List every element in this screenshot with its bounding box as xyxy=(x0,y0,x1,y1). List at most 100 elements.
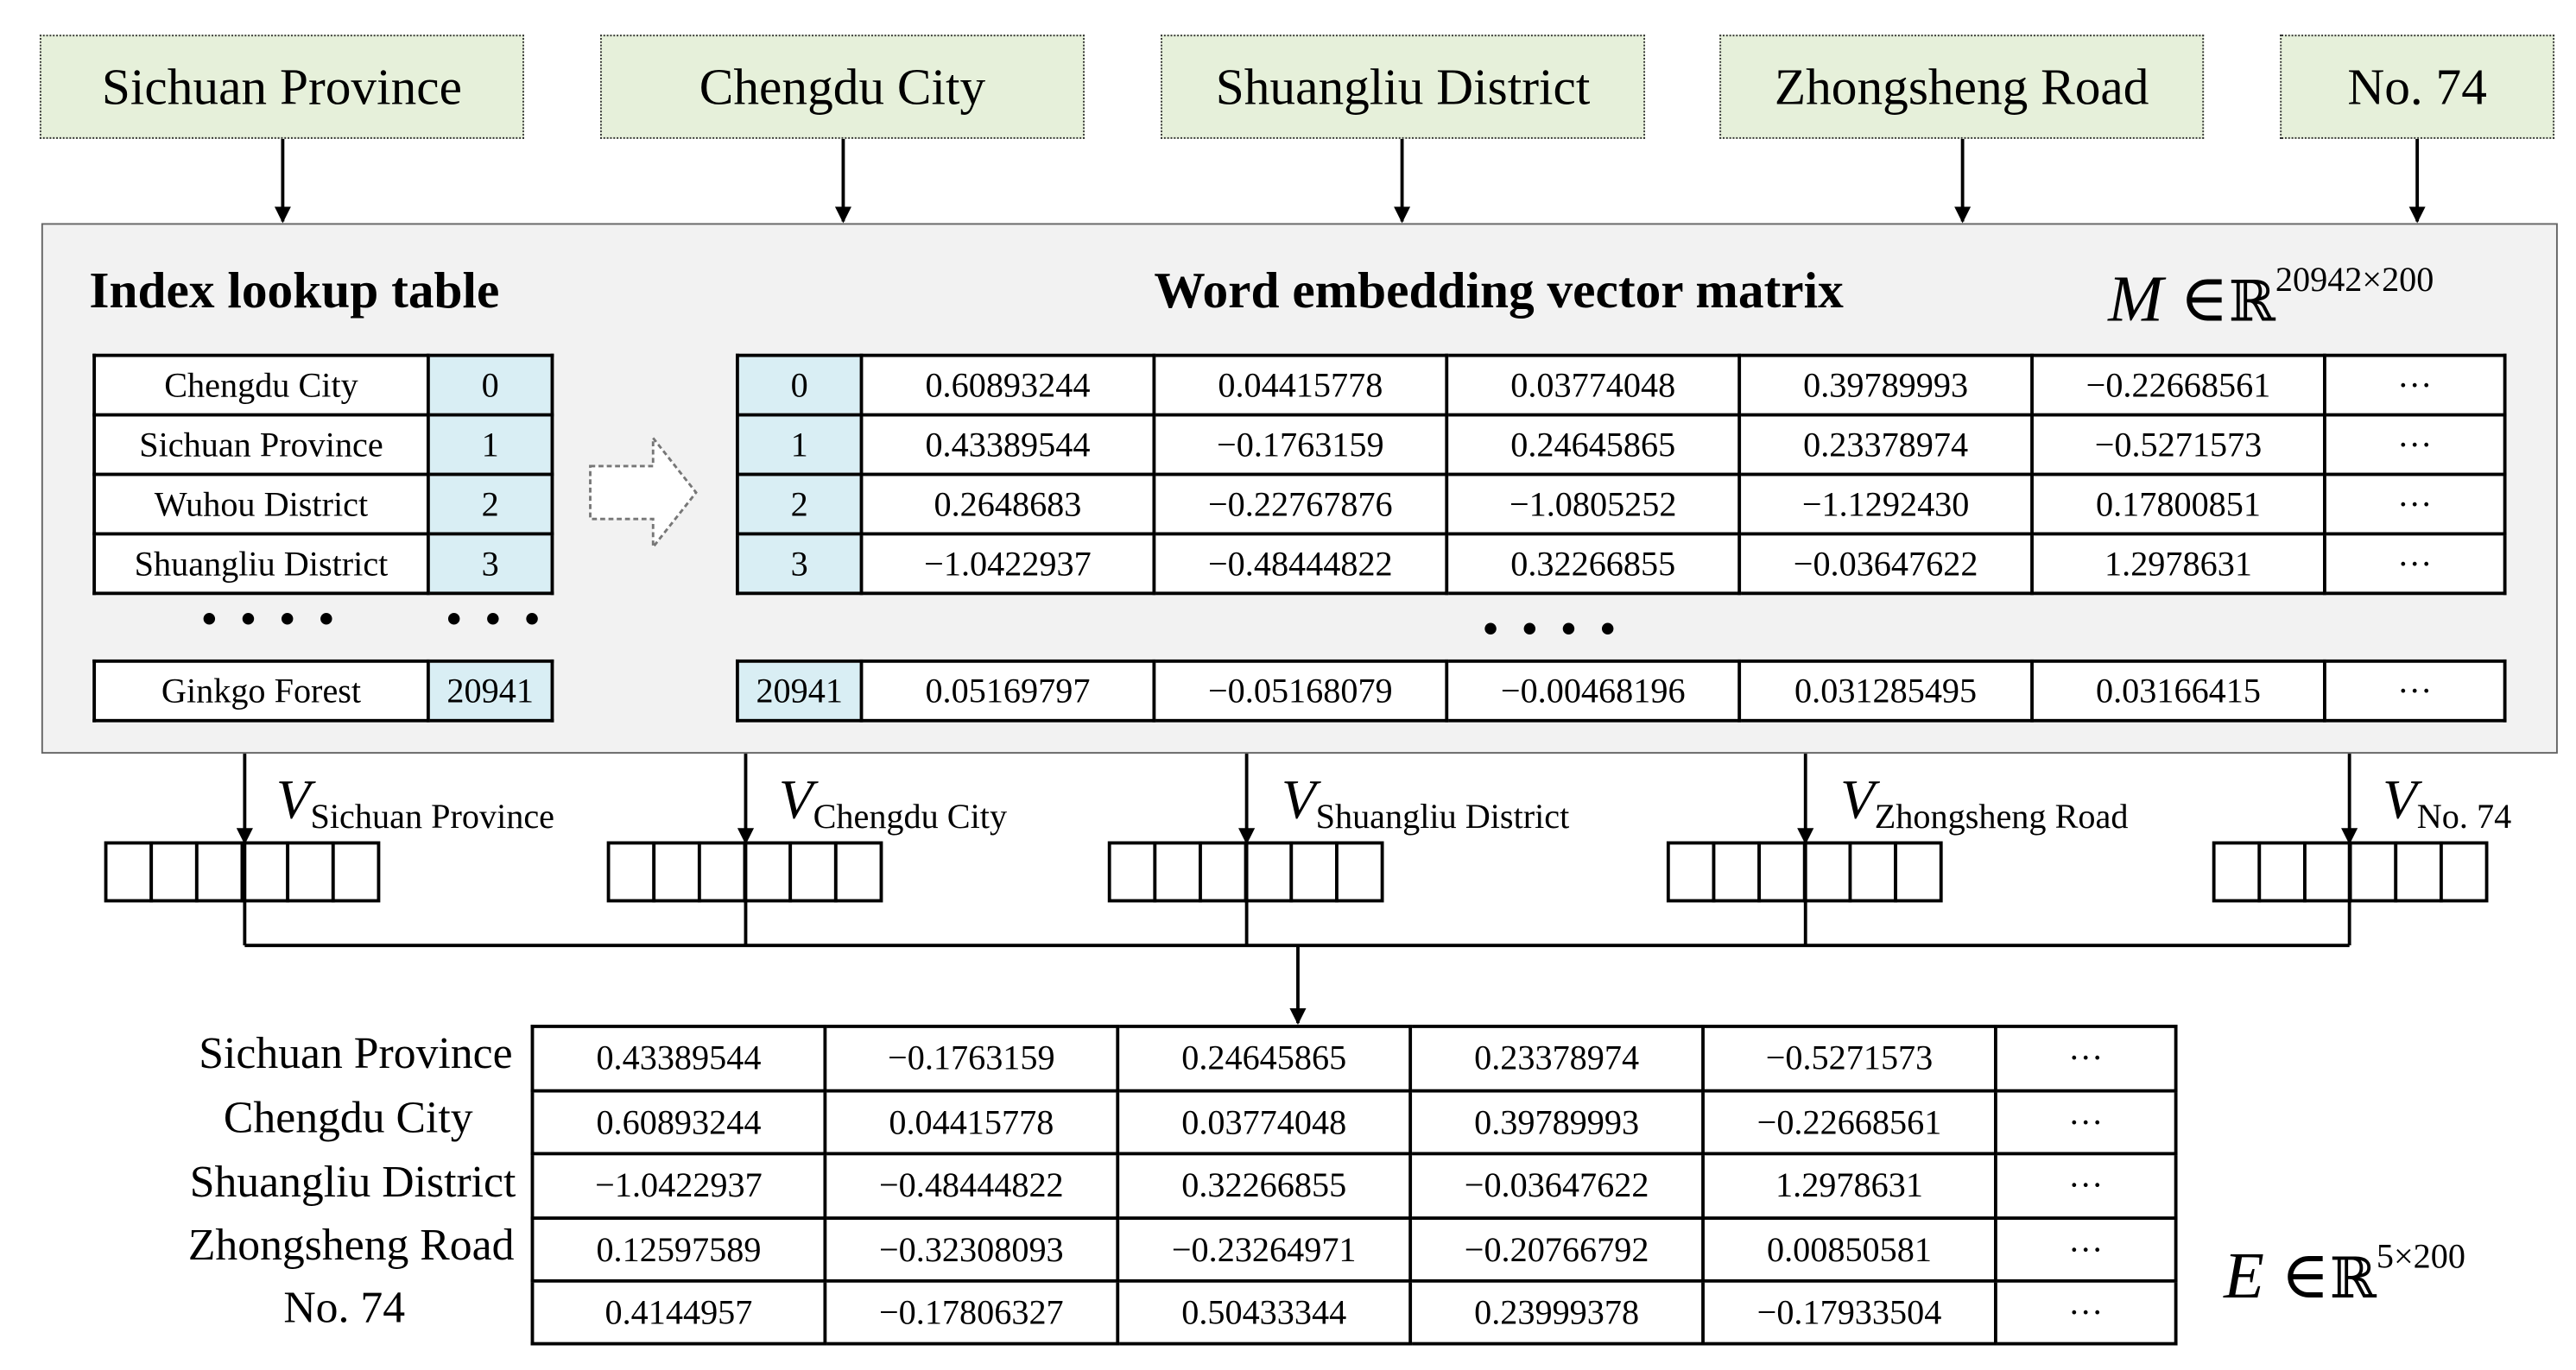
vector-cell xyxy=(1802,841,1852,903)
matrix-cell: −0.00468196 xyxy=(1445,659,1742,723)
lookup-word: Shuangliu District xyxy=(92,532,430,596)
vector-subscript: Sichuan Province xyxy=(310,796,555,837)
matrix-cell: −1.0422937 xyxy=(859,532,1156,596)
vector-cell xyxy=(2257,841,2307,903)
vector-cell xyxy=(1666,841,1716,903)
matrix-cell: −1.0805252 xyxy=(1445,472,1742,536)
output-row: 0.60893244 0.04415778 0.03774048 0.39789… xyxy=(530,1089,2178,1156)
output-row-label: Zhongsheng Road xyxy=(187,1219,515,1270)
lookup-index: 0 xyxy=(426,353,554,417)
matrix-cell: −0.03647622 xyxy=(1737,532,2034,596)
matrix-cell: −0.1763159 xyxy=(1152,413,1449,477)
vector-symbol: V xyxy=(1839,770,1875,832)
vector-cell xyxy=(2303,841,2352,903)
lookup-row: Ginkgo Forest 20941 xyxy=(92,659,554,723)
output-row: 0.12597589 −0.32308093 −0.23264971 −0.20… xyxy=(530,1216,2178,1283)
output-cell: 0.60893244 xyxy=(530,1089,827,1156)
hollow-right-arrow-icon xyxy=(589,434,698,551)
output-matrix-table: 0.43389544 −0.1763159 0.24645865 0.23378… xyxy=(530,1025,2178,1346)
output-cell: 0.39789993 xyxy=(1408,1089,1705,1156)
matrix-cell: 0.23378974 xyxy=(1737,413,2034,477)
output-relation: ∈ xyxy=(2281,1238,2330,1313)
vector-cell xyxy=(788,841,838,903)
token-box-sichuan-province: Sichuan Province xyxy=(39,35,524,139)
output-cell: ··· xyxy=(1994,1152,2178,1220)
matrix-cell: −0.48444822 xyxy=(1152,532,1449,596)
matrix-relation: ∈ xyxy=(2180,261,2229,336)
matrix-index-cell: 1 xyxy=(735,413,864,477)
vector-cell xyxy=(194,841,244,903)
matrix-cell: 0.05169797 xyxy=(859,659,1156,723)
output-cell: −0.5271573 xyxy=(1701,1025,1997,1093)
vector-symbol: V xyxy=(778,770,813,832)
vector-cell xyxy=(1153,841,1202,903)
output-cell: −0.22668561 xyxy=(1701,1089,1997,1156)
matrix-index-cell: 0 xyxy=(735,353,864,417)
token-box-shuangliu-district: Shuangliu District xyxy=(1161,35,1646,139)
lookup-row: Sichuan Province 1 xyxy=(92,413,554,477)
output-row: 0.4144957 −0.17806327 0.50433344 0.23999… xyxy=(530,1278,2178,1346)
output-row: −1.0422937 −0.48444822 0.32266855 −0.036… xyxy=(530,1152,2178,1220)
lookup-last-row-table: Ginkgo Forest 20941 xyxy=(92,659,554,723)
output-cell: ··· xyxy=(1994,1278,2178,1346)
matrix-cell: ··· xyxy=(2323,472,2507,536)
output-row-label: No. 74 xyxy=(283,1282,406,1333)
vector-label-no-74: VNo. 74 xyxy=(2383,770,2511,837)
matrix-cell: ··· xyxy=(2323,532,2507,596)
lookup-ellipsis-words: • • • • xyxy=(201,595,341,643)
vector-cell xyxy=(149,841,199,903)
vector-cell xyxy=(743,841,793,903)
vector-cell xyxy=(286,841,335,903)
lookup-index: 20941 xyxy=(426,659,554,723)
token-box-no-74: No. 74 xyxy=(2280,35,2555,139)
vector-cell xyxy=(331,841,381,903)
vector-cell xyxy=(1894,841,1943,903)
vector-cell xyxy=(2439,841,2489,903)
vector-cell xyxy=(2394,841,2443,903)
output-cell: 0.4144957 xyxy=(530,1278,827,1346)
matrix-index-cell: 2 xyxy=(735,472,864,536)
matrix-cell: 0.43389544 xyxy=(859,413,1156,477)
lookup-table-title: Index lookup table xyxy=(89,261,500,319)
matrix-cell: ··· xyxy=(2323,659,2507,723)
matrix-cell: ··· xyxy=(2323,413,2507,477)
vector-cell xyxy=(2212,841,2262,903)
matrix-row: 3 −1.0422937 −0.48444822 0.32266855 −0.0… xyxy=(735,532,2507,596)
vector-symbol: V xyxy=(1281,770,1316,832)
matrix-cell: 0.03774048 xyxy=(1445,353,1742,417)
output-row-label: Sichuan Province xyxy=(199,1027,513,1078)
vector-cell xyxy=(2348,841,2398,903)
output-cell: −0.48444822 xyxy=(823,1152,1120,1220)
vector-cell xyxy=(652,841,701,903)
matrix-cell: 0.24645865 xyxy=(1445,413,1742,477)
lookup-word: Chengdu City xyxy=(92,353,430,417)
output-cell: ··· xyxy=(1994,1216,2178,1283)
vector-cell xyxy=(833,841,883,903)
output-cell: −0.23264971 xyxy=(1116,1216,1413,1283)
output-cell: −0.03647622 xyxy=(1408,1152,1705,1220)
output-cell: 0.50433344 xyxy=(1116,1278,1413,1346)
lookup-word: Sichuan Province xyxy=(92,413,430,477)
matrix-cell: 0.17800851 xyxy=(2030,472,2326,536)
output-cell: 0.32266855 xyxy=(1116,1152,1413,1220)
matrix-cell: ··· xyxy=(2323,353,2507,417)
lookup-index: 2 xyxy=(426,472,554,536)
output-cell: −0.17806327 xyxy=(823,1278,1120,1346)
output-row: 0.43389544 −0.1763159 0.24645865 0.23378… xyxy=(530,1025,2178,1093)
vector-cell xyxy=(104,841,154,903)
matrix-index-cell: 20941 xyxy=(735,659,864,723)
lookup-row: Shuangliu District 3 xyxy=(92,532,554,596)
output-cell: 0.23999378 xyxy=(1408,1278,1705,1346)
output-dimension-label: E ∈ℝ5×200 xyxy=(2224,1236,2465,1314)
vector-cell xyxy=(1107,841,1157,903)
matrix-cell: 0.32266855 xyxy=(1445,532,1742,596)
output-row-label: Shuangliu District xyxy=(189,1157,516,1207)
vector-label-shuangliu-district: VShuangliu District xyxy=(1282,770,1570,837)
output-set: ℝ xyxy=(2329,1246,2377,1313)
vector-subscript: Zhongsheng Road xyxy=(1874,796,2129,837)
matrix-symbol: M xyxy=(2108,261,2163,336)
vector-cell xyxy=(1199,841,1248,903)
vector-label-chengdu-city: VChengdu City xyxy=(779,770,1007,837)
output-row-label: Chengdu City xyxy=(223,1092,473,1142)
